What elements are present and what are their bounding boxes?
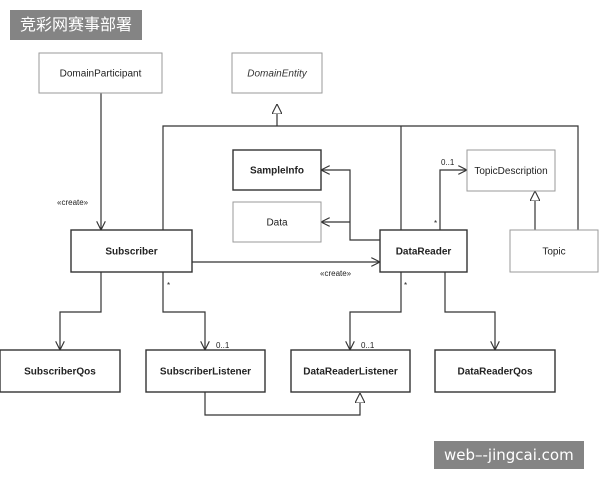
class-topic: Topic — [509, 229, 599, 273]
edge-sub-listener-generalizes-reader-listener — [204, 392, 360, 416]
stereotype-create-label: «create» — [57, 198, 89, 207]
class-label: DomainEntity — [247, 69, 307, 80]
edge-subscriber-to-qos — [60, 272, 102, 350]
class-label: DataReaderQos — [457, 367, 532, 378]
class-domain-entity: DomainEntity — [231, 52, 323, 94]
class-data-reader-qos: DataReaderQos — [434, 349, 556, 393]
stereotype-create-label: «create» — [320, 269, 352, 278]
class-label: Topic — [542, 247, 565, 258]
multiplicity-label: 0..1 — [441, 158, 455, 167]
class-label: Subscriber — [105, 247, 157, 258]
edge-reader-to-sample-info — [321, 170, 380, 241]
class-data: Data — [232, 201, 322, 243]
edge-reader-to-qos — [444, 272, 495, 350]
class-label: SubscriberListener — [160, 367, 251, 378]
class-label: DataReaderListener — [303, 367, 398, 378]
class-label: TopicDescription — [474, 166, 547, 177]
edge-subscriber-to-listener — [162, 272, 205, 350]
edge-generalization-to-domain-entity — [162, 104, 579, 230]
multiplicity-label: * — [404, 281, 407, 290]
watermark-top: 竞彩网赛事部署 — [10, 10, 143, 40]
class-domain-participant: DomainParticipant — [38, 52, 163, 94]
edge-reader-to-listener — [350, 272, 402, 350]
multiplicity-label: 0..1 — [361, 341, 375, 350]
edge-reader-to-topic-description — [439, 170, 467, 230]
class-label: Data — [266, 218, 288, 229]
class-subscriber-qos: SubscriberQos — [0, 349, 121, 393]
multiplicity-label: * — [167, 281, 170, 290]
class-label: DomainParticipant — [60, 69, 142, 80]
class-subscriber-listener: SubscriberListener — [145, 349, 266, 393]
class-topic-description: TopicDescription — [466, 149, 556, 192]
multiplicity-label: * — [434, 219, 437, 228]
multiplicity-label: 0..1 — [216, 341, 230, 350]
class-data-reader-listener: DataReaderListener — [290, 349, 411, 393]
class-data-reader: DataReader — [379, 229, 468, 273]
class-sample-info: SampleInfo — [232, 149, 322, 191]
class-label: SampleInfo — [250, 166, 304, 177]
class-label: DataReader — [396, 247, 452, 258]
watermark-bottom: web–-jingcai.com — [434, 441, 584, 469]
class-subscriber: Subscriber — [70, 229, 193, 273]
class-label: SubscriberQos — [24, 367, 96, 378]
